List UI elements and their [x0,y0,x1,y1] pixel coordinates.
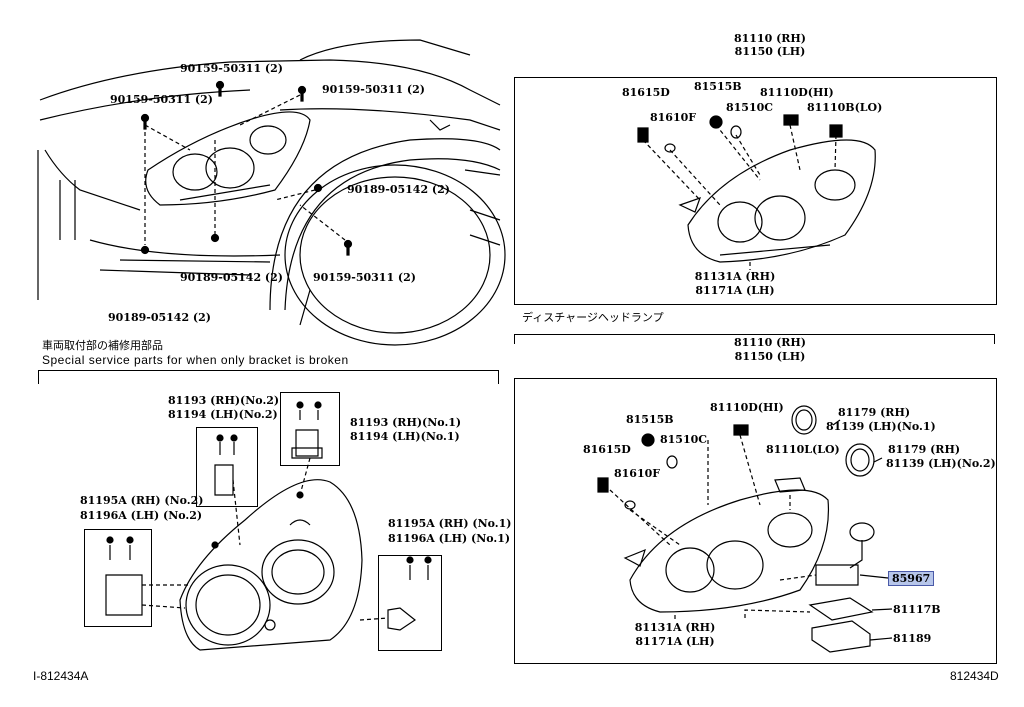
top-lens-lh: 81171A (LH) [695,284,775,297]
part-81510C-top: 81510C [726,101,774,114]
part-81615D-bottom: 81615D [583,443,631,456]
top-assembly-rh: 81110 (RH) [733,32,807,45]
part-81510C-bottom: 81510C [660,433,708,446]
part-81610F-top: 81610F [650,111,697,124]
bottom-right-leader-lines [610,435,816,622]
bracket-title-jp: 車両取付部の補修用部品 [42,340,163,352]
part-81610F-bottom: 81610F [614,467,661,480]
bracket-no2-lower [106,537,142,615]
part-81117B: 81117B [893,603,941,616]
headlamp-exploded-discharge [625,490,828,612]
discharge-bracket-tick-l [514,334,515,344]
callout-90159-low: 90159-50311 (2) [313,271,416,284]
bracket-box-no1-lower [378,555,442,651]
discharge-lens-lh: 81171A (LH) [635,635,715,648]
bracket-box-no1-upper [280,392,340,466]
discharge-headlamp-title: ディスチャージヘッドランプ [522,312,664,324]
illustration-ref-right: 812434D [950,669,999,683]
part-81615D-top: 81615D [622,86,670,99]
panel-bottom-left-tick-r [498,370,499,384]
bottom-right-small-parts [598,406,874,652]
panel-bottom-left-frame [38,370,499,371]
callout-90159-top: 90159-50311 (2) [180,62,283,75]
discharge-assembly-rh: 81110 (RH) [733,336,807,349]
callout-90159-right: 90159-50311 (2) [322,83,425,96]
part-81195A-no1: 81195A (RH) (No.1) [388,517,512,530]
fastener-icons [142,82,352,256]
discharge-bracket-tick-r [994,334,995,344]
part-81139-no1: 81139 (LH)(No.1) [826,420,936,433]
callout-90189-bottom: 90189-05142 (2) [108,311,211,324]
part-81179-no2: 81179 (RH) [888,443,961,456]
discharge-lens-rh: 81131A (RH) [634,621,716,634]
panel-bottom-right-frame [514,378,997,664]
headlamp-housing-rear [180,480,362,650]
part-81195A-no2: 81195A (RH) (No.2) [80,494,204,507]
part-81139-no2: 81139 (LH)(No.2) [886,457,996,470]
part-81110D-bottom: 81110D(HI) [710,401,784,414]
part-81189: 81189 [893,632,932,645]
bracket-no1-upper [292,402,322,458]
part-81196A-no1: 81196A (LH) (No.1) [388,532,511,545]
part-81515B-bottom: 81515B [626,413,674,426]
part-81194-no1: 81194 (LH)(No.1) [350,430,460,443]
bracket-title-en: Special service parts for when only brac… [42,353,349,367]
callout-90189-low: 90189-05142 (2) [180,271,283,284]
highlighted-part-85967[interactable]: 85967 [888,571,935,586]
headlamp-installed [146,112,310,205]
panel-top-right-frame [514,77,997,305]
part-81110L-bottom: 81110L(LO) [766,443,840,456]
part-81196A-no2: 81196A (LH) (No.2) [80,509,203,522]
part-81515B-top: 81515B [694,80,742,93]
panel-bottom-left-tick-l [38,370,39,384]
discharge-assembly-lh: 81150 (LH) [734,350,806,363]
fastener-leader-lines [145,95,345,245]
discharge-bracket-line [514,334,994,335]
part-81194-no2: 81194 (LH)(No.2) [168,408,278,421]
part-81179-no1: 81179 (RH) [838,406,911,419]
illustration-ref-left: I-812434A [33,669,89,683]
bracket-box-no2-lower [84,529,152,627]
headlamp-exploded-top [680,140,875,262]
part-81193-no2: 81193 (RH)(No.2) [168,394,280,407]
part-81193-no1: 81193 (RH)(No.1) [350,416,462,429]
bracket-leader-lines [142,458,388,620]
top-assembly-lh: 81150 (LH) [734,45,806,58]
part-81110B-top: 81110B(LO) [807,101,883,114]
callout-90189-mid: 90189-05142 (2) [347,183,450,196]
part-81110D-top: 81110D(HI) [760,86,834,99]
bracket-box-no2-upper [196,427,258,507]
callout-ticks [833,420,892,640]
car-front-illustration [38,40,505,345]
top-right-leader-lines [643,125,836,270]
top-right-small-parts [638,115,842,152]
bracket-no1-lower [388,557,431,630]
callout-90159-left: 90159-50311 (2) [110,93,213,106]
top-lens-rh: 81131A (RH) [694,270,776,283]
